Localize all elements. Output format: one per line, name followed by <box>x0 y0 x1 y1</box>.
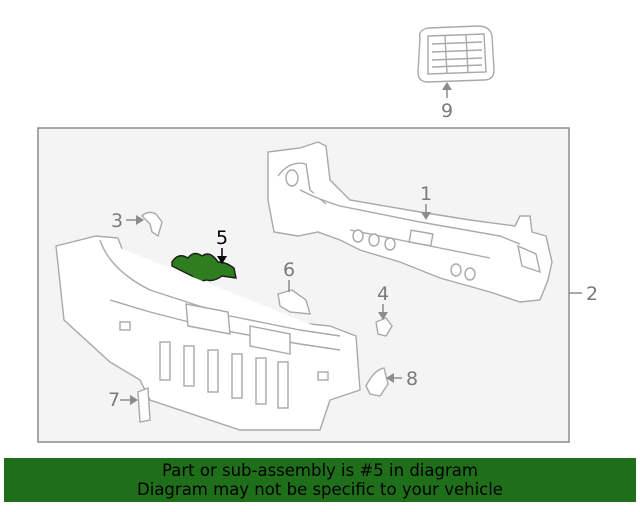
part-7-plug <box>137 386 151 423</box>
callout-9-arrowhead <box>442 82 452 90</box>
callout-1-label: 1 <box>420 183 432 205</box>
part-8-bracket <box>365 367 389 397</box>
part-4-fastener <box>375 317 393 337</box>
callout-6-label: 6 <box>283 259 295 281</box>
part-5-highlighted <box>171 252 237 283</box>
part-6-bracket <box>277 289 311 315</box>
callout-3-arrowhead <box>136 215 144 225</box>
callout-7-label: 7 <box>108 389 120 411</box>
part-2-rear-panel <box>55 235 361 431</box>
part-3-clip <box>141 211 163 238</box>
callout-2-label: 2 <box>586 283 598 305</box>
callout-3-label: 3 <box>111 210 123 232</box>
callout-8-arrowhead <box>386 373 394 383</box>
banner-line-2: Diagram may not be specific to your vehi… <box>137 480 503 499</box>
callout-9-label: 9 <box>441 100 453 122</box>
callout-5-arrowhead <box>217 256 227 264</box>
callout-8-label: 8 <box>406 368 418 390</box>
callout-4-label: 4 <box>377 283 389 305</box>
part-1-rail <box>267 141 553 303</box>
callout-4-arrowhead <box>378 312 388 320</box>
callout-7-arrowhead <box>130 395 138 405</box>
banner-line-1: Part or sub-assembly is #5 in diagram <box>162 461 478 480</box>
part-9-vent <box>417 25 495 83</box>
info-banner: Part or sub-assembly is #5 in diagram Di… <box>4 458 636 502</box>
callout-5-label: 5 <box>216 227 228 249</box>
callout-1-arrowhead <box>421 212 431 220</box>
parts-diagram: 1 2 3 4 5 6 7 8 9 <box>37 25 598 443</box>
